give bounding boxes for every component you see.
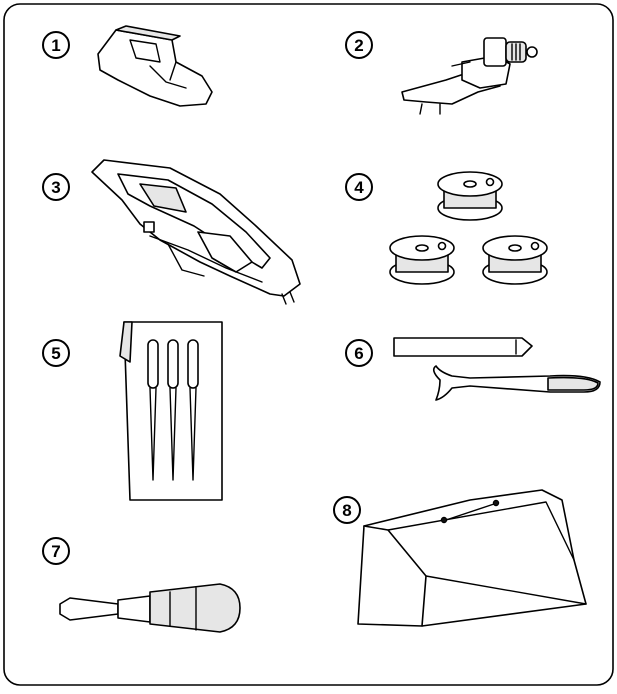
item-number-4: 4 xyxy=(345,173,373,201)
item-number-2: 2 xyxy=(345,31,373,59)
item-number-3: 3 xyxy=(42,173,70,201)
zipper-foot-illustration xyxy=(97,25,213,107)
buttonhole-foot-illustration xyxy=(91,159,301,305)
needles-pack-illustration xyxy=(119,321,223,501)
screwdriver-illustration xyxy=(59,583,241,633)
item-number-6: 6 xyxy=(345,339,373,367)
bobbins-illustration xyxy=(389,171,548,285)
item-number-7: 7 xyxy=(42,537,70,565)
dust-cover-illustration xyxy=(357,489,587,627)
item-number-5: 5 xyxy=(42,339,70,367)
item-number-1: 1 xyxy=(42,31,70,59)
item-number-8: 8 xyxy=(333,496,361,524)
seam-ripper-and-brush-illustration xyxy=(393,337,601,401)
blind-hem-foot-illustration xyxy=(401,37,538,115)
